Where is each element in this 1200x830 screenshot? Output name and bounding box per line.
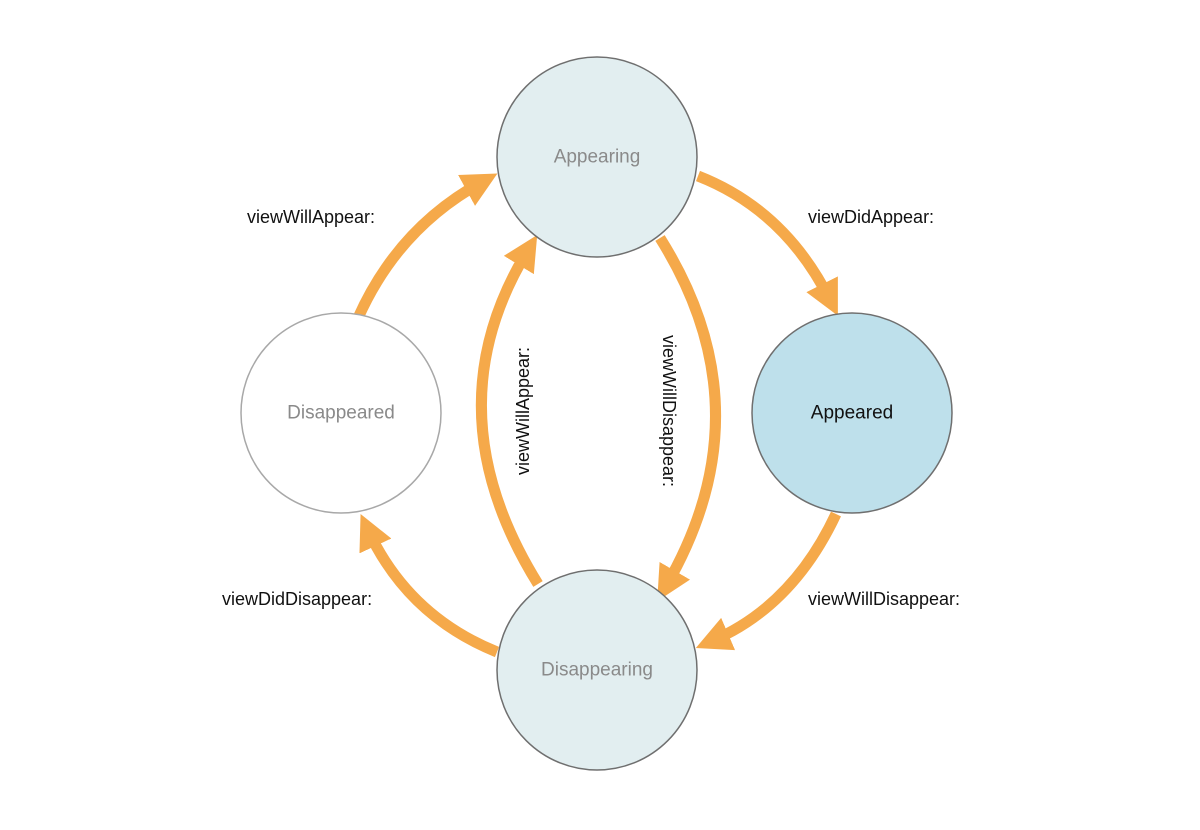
state-disappearing-circle <box>496 569 698 771</box>
state-appearing: Appearing <box>496 56 698 258</box>
label-appeared-to-disappearing: viewWillDisappear: <box>808 589 960 609</box>
arrow-disappearing-to-disappeared <box>359 514 500 658</box>
state-appeared-circle <box>751 312 953 514</box>
state-appeared-label: Appeared <box>811 403 893 424</box>
state-disappeared-label: Disappeared <box>287 403 395 424</box>
state-appearing-label: Appearing <box>554 147 641 168</box>
arrow-appearing-to-appeared <box>695 170 838 316</box>
state-appeared: Appeared <box>751 312 953 514</box>
arrow-disappeared-to-appearing <box>352 173 498 321</box>
state-disappeared-circle <box>240 312 442 514</box>
label-disappearing-to-disappeared: viewDidDisappear: <box>222 589 372 609</box>
transition-arrows <box>352 170 841 658</box>
state-appearing-circle <box>496 56 698 258</box>
arrow-appearing-to-disappearing <box>655 235 721 602</box>
state-disappearing: Disappearing <box>496 569 698 771</box>
label-disappearing-to-appearing: viewWillAppear: <box>513 347 533 475</box>
label-appearing-to-appeared: viewDidAppear: <box>808 207 934 227</box>
label-appearing-to-disappearing: viewWillDisappear: <box>659 335 679 487</box>
label-disappeared-to-appearing: viewWillAppear: <box>247 207 375 227</box>
arrow-disappearing-to-appearing <box>476 234 543 587</box>
arrow-appeared-to-disappearing <box>695 511 841 651</box>
state-disappeared: Disappeared <box>240 312 442 514</box>
state-disappearing-label: Disappearing <box>541 660 653 681</box>
